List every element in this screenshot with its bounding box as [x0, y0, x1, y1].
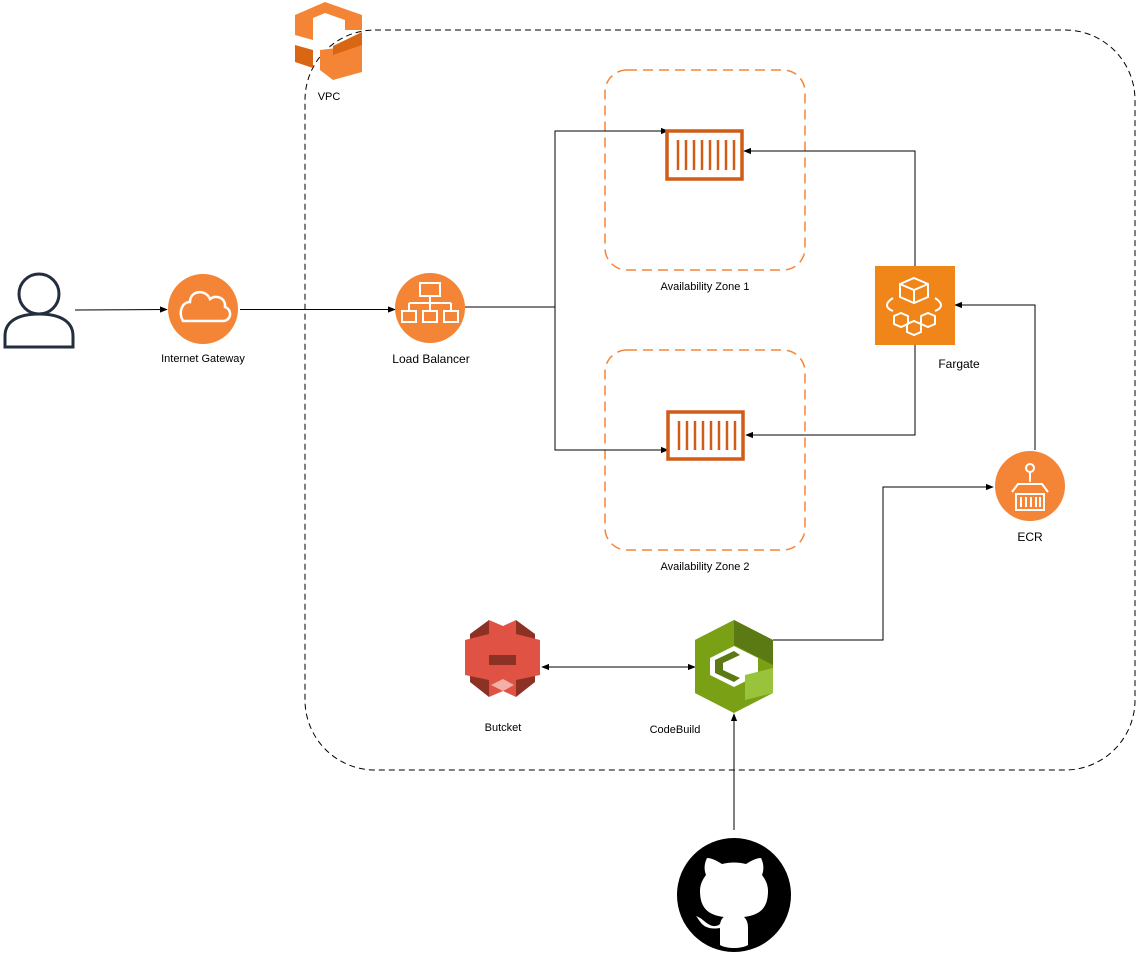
load-balancer-icon: [395, 273, 465, 343]
ecr-label: ECR: [1017, 530, 1043, 544]
fargate-icon: [875, 266, 955, 345]
edge-fargate-to-container-1: [743, 147, 916, 267]
ecs-container-1-icon: [665, 129, 744, 181]
codebuild-icon: [695, 620, 773, 713]
user-icon: [3, 272, 75, 349]
availability-zone-1-boundary: [604, 69, 806, 271]
s3-bucket-icon: [465, 620, 540, 697]
vpc-label: VPC: [318, 91, 341, 103]
codebuild-label: CodeBuild: [650, 724, 701, 736]
internet-gateway-label: Internet Gateway: [161, 353, 245, 365]
bucket-label: Butcket: [485, 722, 522, 734]
edge-fargate-to-container-2: [745, 345, 916, 439]
edge-load-balancer-to-container-1: [465, 127, 669, 308]
vpc-boundary: [304, 29, 1136, 771]
edge-load-balancer-to-container-2: [554, 307, 669, 454]
fargate-label: Fargate: [938, 357, 980, 371]
internet-gateway-icon: [168, 274, 238, 344]
edge-ecr-to-fargate: [954, 301, 1036, 450]
edge-codebuild-to-ecr: [773, 483, 994, 641]
availability-zone-2-label: Availability Zone 2: [660, 561, 749, 573]
availability-zone-1-label: Availability Zone 1: [660, 281, 749, 293]
load-balancer-label: Load Balancer: [392, 352, 469, 366]
github-icon: [677, 838, 791, 952]
edge-user-to-gateway: [74, 306, 168, 313]
ecs-container-2-icon: [666, 410, 745, 461]
ecr-icon: [995, 451, 1065, 521]
connectors: [74, 127, 1036, 830]
vpc-icon: [295, 2, 362, 80]
